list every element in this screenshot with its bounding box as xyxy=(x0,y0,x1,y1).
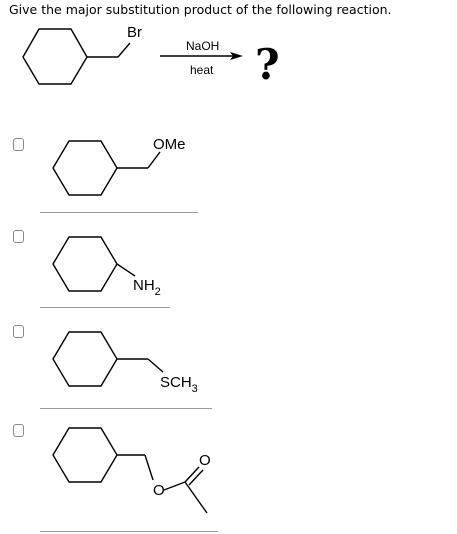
option-3-cyclohexane-ring xyxy=(52,331,118,387)
option-1-ome-label: OMe xyxy=(153,136,186,153)
option-3-divider xyxy=(40,408,212,409)
option-3-sch3-subscript: 3 xyxy=(192,383,198,395)
option-4-cyclohexane-ring xyxy=(52,427,118,483)
option-1-divider xyxy=(40,212,198,213)
option-2-divider xyxy=(40,307,170,308)
option-4-carbonyl-o-label: O xyxy=(199,452,211,469)
option-4-methyl-bond xyxy=(184,481,208,514)
reactant-br-bond xyxy=(117,42,131,58)
question-text: Give the major substitution product of t… xyxy=(9,2,392,17)
option-1-ome-bond xyxy=(147,151,161,169)
option-4-ether-o-label: O xyxy=(153,482,165,499)
reagent-label: NaOH xyxy=(186,39,219,53)
option-2-nh2-bond xyxy=(116,263,136,277)
option-4-carbonyl-bond-b xyxy=(188,469,204,486)
option-1-radio[interactable] xyxy=(13,138,24,151)
option-4-carbonyl-bond-a xyxy=(184,466,200,483)
reactant-cyclohexane-ring xyxy=(22,28,88,85)
option-2-cyclohexane-ring xyxy=(52,236,118,292)
option-2-radio[interactable] xyxy=(13,230,24,243)
option-2-nh2-subscript: 2 xyxy=(155,286,161,298)
option-3-radio[interactable] xyxy=(13,325,24,338)
option-4-ether-bond-right xyxy=(163,481,186,491)
reaction-arrow-head xyxy=(230,52,243,60)
reactant-br-label: Br xyxy=(127,24,142,41)
product-question-mark: ? xyxy=(255,40,280,89)
option-4-ether-bond-left xyxy=(144,454,154,481)
condition-label: heat xyxy=(190,63,214,77)
option-2-nh-label: NH2 xyxy=(133,277,161,298)
option-3-sch-label: SCH3 xyxy=(160,374,198,395)
option-4-divider xyxy=(40,531,218,532)
option-3-sch3-bond xyxy=(147,358,164,373)
option-4-radio[interactable] xyxy=(13,424,24,437)
option-1-cyclohexane-ring xyxy=(52,140,118,196)
